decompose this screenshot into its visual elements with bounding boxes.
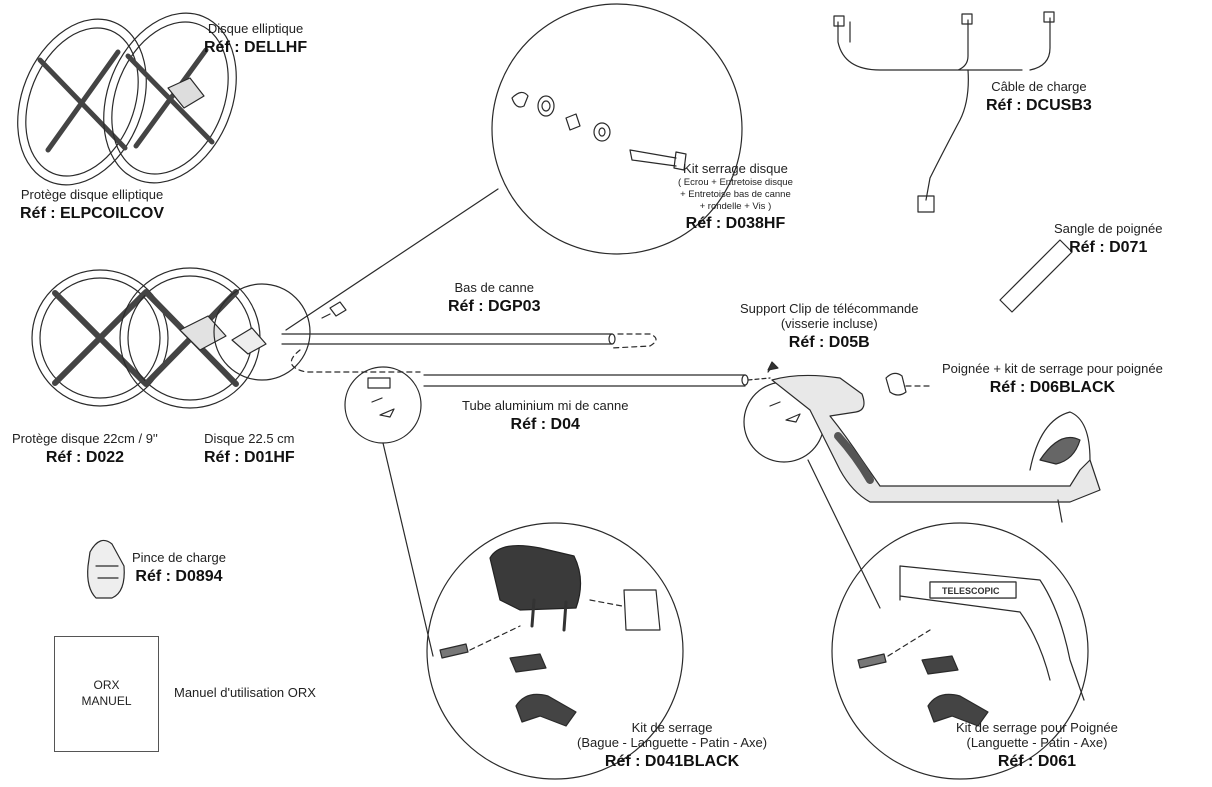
label-poignee: Poignée + kit de serrage pour poignée Ré…	[942, 361, 1163, 397]
part-ref: Réf : D05B	[788, 333, 870, 351]
label-protege-22: Protège disque 22cm / 9'' Réf : D022	[12, 431, 158, 467]
label-pince-charge: Pince de charge Réf : D0894	[132, 550, 226, 586]
label-kit-serrage-poignee: Kit de serrage pour Poignée (Languette -…	[956, 720, 1118, 771]
part-name: Disque elliptique	[207, 21, 304, 36]
part-ref: Réf : DGP03	[448, 297, 541, 315]
disc-kit-zoom-circle	[491, 3, 743, 255]
part-name: Kit de serrage pour Poignée	[956, 720, 1118, 735]
manual-box-line-1: ORX	[93, 678, 120, 693]
part-ref: Réf : D061	[997, 752, 1077, 770]
part-ref: Réf : D06BLACK	[989, 378, 1116, 396]
label-protege-elliptique: Protège disque elliptique Réf : ELPCOILC…	[20, 187, 165, 223]
part-ref: Réf : DCUSB3	[986, 96, 1092, 114]
part-name: Poignée + kit de serrage pour poignée	[942, 361, 1163, 376]
handle-assembly	[771, 372, 1101, 523]
handle-clamp-kit-zoom-circle	[831, 522, 1089, 780]
part-detail-2: + Entretoise bas de canne	[680, 188, 791, 200]
part-ref: Réf : D071	[1069, 238, 1148, 256]
part-detail-3: + rondelle + Vis )	[699, 200, 772, 212]
part-name: Bas de canne	[454, 280, 534, 295]
part-detail-1: ( Ecrou + Entretoise disque	[678, 176, 793, 188]
part-ref: Réf : D041BLACK	[604, 752, 740, 770]
label-disque-elliptique: Disque elliptique Réf : DELLHF	[204, 21, 308, 57]
label-kit-serrage: Kit de serrage (Bague - Languette - Pati…	[577, 720, 768, 771]
part-detail: (Languette - Patin - Axe)	[966, 734, 1108, 750]
part-name: Disque 22.5 cm	[204, 431, 295, 446]
mid-shaft	[423, 361, 779, 387]
part-name: Pince de charge	[132, 550, 226, 565]
elliptical-coil-illustration	[17, 12, 237, 186]
part-name: Protège disque elliptique	[20, 187, 164, 202]
charging-clip-illustration	[87, 539, 125, 599]
part-detail: (visserie incluse)	[780, 315, 878, 331]
part-name: Manuel d'utilisation ORX	[174, 685, 316, 700]
round-coil-illustration	[31, 267, 261, 409]
part-detail: (Bague - Languette - Patin - Axe)	[577, 734, 768, 750]
part-name: Sangle de poignée	[1054, 221, 1163, 236]
part-name: Protège disque 22cm / 9''	[12, 431, 158, 446]
part-ref: Réf : D04	[510, 415, 580, 433]
part-ref: Réf : D022	[45, 448, 125, 466]
clamp-kit-zoom-circle	[426, 522, 684, 780]
part-ref: Réf : D01HF	[204, 448, 295, 466]
label-cable-charge: Câble de charge Réf : DCUSB3	[986, 79, 1092, 115]
clamp-kit-parts	[439, 545, 661, 727]
part-ref: Réf : DELLHF	[204, 38, 308, 56]
label-manuel: Manuel d'utilisation ORX	[174, 685, 316, 701]
charging-cable-illustration	[833, 11, 1055, 213]
coil-detail-circle	[213, 283, 311, 381]
label-sangle-poignee: Sangle de poignée Réf : D071	[1054, 221, 1163, 257]
part-ref: Réf : D038HF	[685, 214, 786, 232]
label-bas-canne: Bas de canne Réf : DGP03	[448, 280, 541, 316]
manual-box: ORX MANUEL	[54, 636, 159, 752]
part-name: Support Clip de télécommande	[740, 301, 919, 316]
part-ref: Réf : D0894	[135, 567, 223, 585]
part-name: Tube aluminium mi de canne	[462, 398, 629, 413]
label-kit-serrage-disque: Kit serrage disque ( Ecrou + Entretoise …	[678, 161, 793, 233]
part-ref: Réf : ELPCOILCOV	[20, 204, 165, 222]
part-name: Câble de charge	[991, 79, 1087, 94]
manual-box-line-2: MANUEL	[81, 694, 132, 708]
label-disque-22: Disque 22.5 cm Réf : D01HF	[204, 431, 295, 467]
label-support-clip: Support Clip de télécommande (visserie i…	[740, 301, 919, 352]
disc-kit-parts	[511, 91, 687, 171]
part-name: Kit serrage disque	[683, 161, 788, 176]
part-name: Kit de serrage	[631, 720, 713, 735]
lower-shaft	[281, 301, 657, 373]
telescopic-mark: TELESCOPIC	[942, 586, 1000, 596]
label-tube-alu: Tube aluminium mi de canne Réf : D04	[462, 398, 629, 434]
handle-strap-illustration	[999, 239, 1073, 313]
